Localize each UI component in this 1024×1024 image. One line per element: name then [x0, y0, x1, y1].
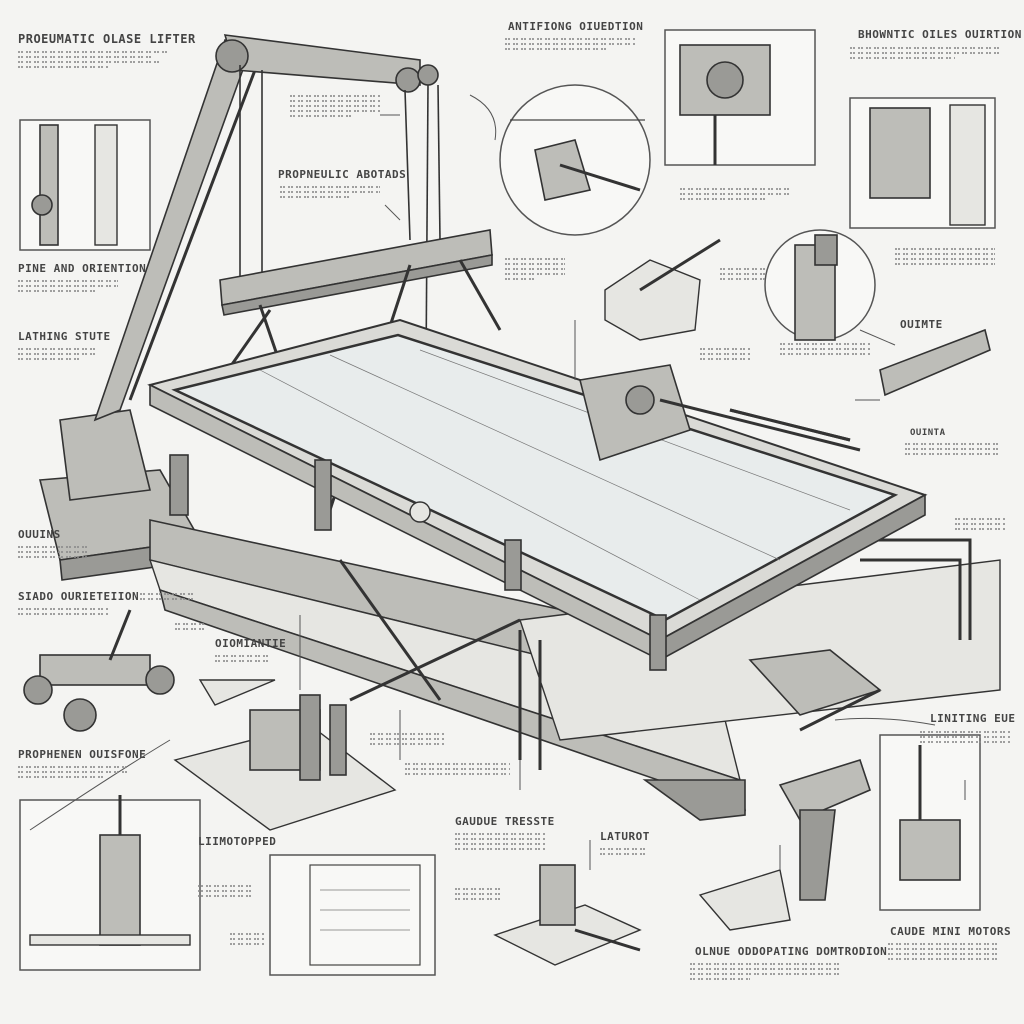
caption-lines: [18, 605, 108, 618]
label-center-mid-a: PROPNEULIC ABOTADS: [278, 168, 407, 181]
label-bottom-right: CAUDE MINI MOTORS: [890, 925, 1012, 938]
insets: [19, 29, 996, 976]
rail-piece: [879, 328, 991, 397]
caption-lines: [215, 652, 270, 665]
label-bottom-center: GAUDUE TRESSTE: [455, 815, 555, 828]
caption-lines: [18, 277, 118, 295]
label-left-mid: PINE AND ORIENTION: [18, 262, 147, 275]
sling-3: [458, 259, 502, 331]
label-bottom-right-center: OLNUE ODDOPATING DOMTRODION: [695, 945, 888, 958]
label-top-center: ANTIFIONG OIUEDTION: [508, 20, 644, 33]
motor-housing: [59, 409, 151, 501]
caption-lines: [405, 760, 510, 778]
label-right-rail: OUINTA: [910, 428, 946, 438]
caption-lines: [850, 44, 1000, 62]
caption-lines: [18, 345, 98, 363]
cable-5: [437, 84, 441, 241]
caption-lines: [18, 543, 88, 561]
caption-lines: [895, 245, 995, 268]
caption-lines: [175, 620, 205, 633]
leader-lines: [29, 94, 966, 870]
drive-shaft: [659, 398, 861, 452]
label-bottom-left-2: LIIMOTOPPED: [198, 835, 277, 848]
caption-lines: [955, 515, 1005, 533]
wedge-shim: [198, 679, 276, 706]
caption-lines: [290, 92, 380, 120]
caption-lines: [888, 940, 998, 963]
inset-cart: [23, 609, 175, 732]
main-machine: [38, 34, 1001, 821]
caption-lines: [198, 882, 253, 900]
crane-boom: [223, 34, 421, 86]
caption-lines: [18, 48, 168, 71]
label-right-upper: OUIMTE: [900, 318, 943, 331]
crane-arm-edge: [128, 69, 257, 401]
boom-pulley: [395, 67, 421, 93]
rail-end: [642, 779, 746, 821]
tool-shaft: [639, 238, 721, 292]
caption-lines: [700, 345, 750, 363]
caption-lines: [455, 830, 545, 853]
caption-lines: [18, 763, 128, 781]
cable-3: [404, 89, 411, 241]
caption-lines: [905, 440, 1000, 458]
clamp-1: [169, 454, 189, 516]
label-left-base: SIADO OURIETEIION: [18, 590, 140, 603]
glass-pane: [171, 333, 899, 622]
caption-lines: [920, 728, 1010, 746]
label-bottom-center-b: LATUROT: [600, 830, 650, 843]
hook: [409, 501, 431, 523]
label-top-right: BHOWNTIC OILES OUIRTION: [858, 28, 1022, 41]
caption-lines: [505, 35, 635, 53]
caption-lines: [140, 590, 195, 603]
clamp-3: [504, 539, 522, 591]
inset-power-tool: [698, 759, 871, 931]
inset-suction-tool: [493, 864, 642, 966]
guard-rail-2: [860, 558, 962, 640]
label-center-base: OIOMIANTIE: [215, 637, 287, 650]
label-left-glass: OUUINS: [18, 528, 61, 541]
guard-rail: [870, 538, 972, 640]
caption-lines: [780, 340, 870, 358]
inset-workbench: [173, 694, 397, 831]
label-title: PROEUMATIC OLASE LIFTER: [18, 32, 196, 46]
label-right-mid: LINITING EUE: [930, 712, 1016, 725]
inset-blueprint: [269, 854, 436, 976]
strut-2: [349, 618, 521, 702]
clamp-2: [314, 459, 332, 531]
label-left-lower: LATHING STUTE: [18, 330, 111, 343]
hand-tool: [604, 259, 701, 341]
spreader-bar-bottom: [221, 254, 493, 316]
caption-lines: [280, 183, 380, 201]
caption-lines: [505, 255, 565, 283]
caption-lines: [600, 845, 645, 858]
jack-handle: [799, 688, 881, 732]
clamp-4: [649, 614, 667, 671]
caption-lines: [230, 930, 265, 948]
caption-lines: [690, 960, 840, 983]
boom-pulley-2: [417, 64, 439, 86]
arm-pivot: [215, 39, 249, 73]
label-bottom-left: PROPHENEN OUISFONE: [18, 748, 147, 761]
caption-lines: [370, 730, 445, 748]
caption-lines: [455, 885, 500, 903]
strut-1: [338, 559, 442, 701]
caption-lines: [720, 265, 765, 283]
caption-lines: [680, 185, 790, 203]
